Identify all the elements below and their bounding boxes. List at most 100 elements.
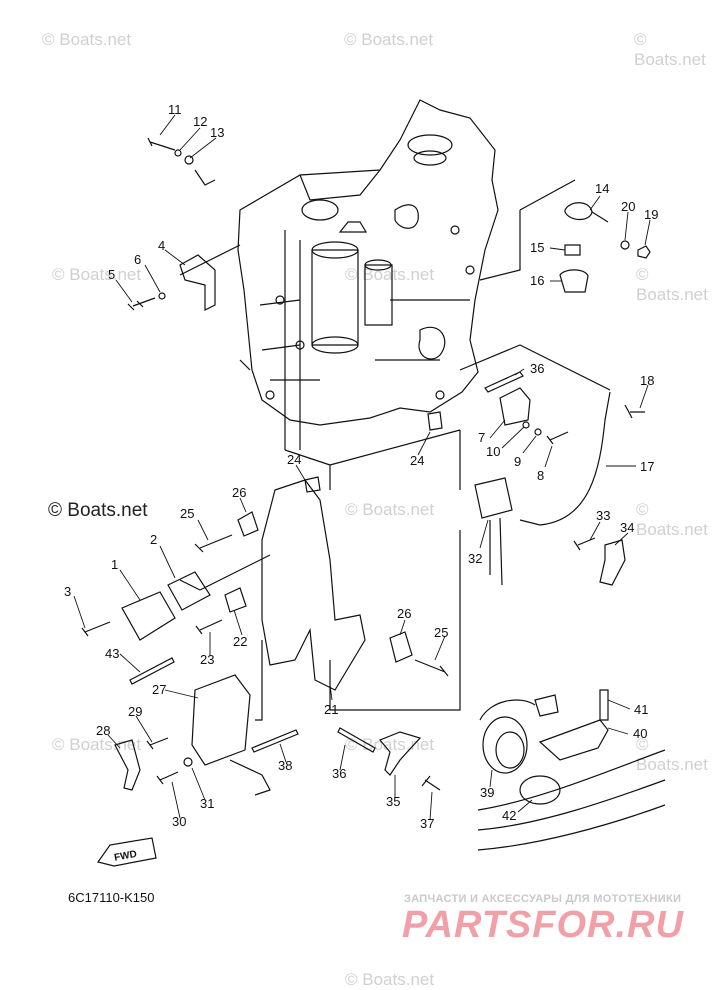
watermark: © Boats.net [636, 500, 708, 539]
watermark: © Boats.net [52, 265, 142, 284]
callout: 4 [158, 238, 165, 253]
diagram-code: 6C17110-K150 [68, 890, 155, 905]
part-nut-15 [564, 244, 581, 256]
callout: 34 [620, 520, 634, 535]
engine-block [237, 99, 499, 426]
callout: 12 [193, 114, 207, 129]
part-bolt-18 [624, 404, 645, 419]
part-tie-38 [251, 729, 299, 753]
callout: 43 [105, 646, 119, 661]
callout: 26 [397, 606, 411, 621]
part-wire-17 [519, 391, 611, 526]
part-bolt-41 [599, 689, 609, 721]
watermark: © Boats.net [634, 30, 706, 69]
part-bracket-21 [261, 479, 366, 691]
callout: 3 [64, 584, 71, 599]
watermark: © Boats.net [636, 265, 708, 304]
brand-logo: PARTSFOR.RU [402, 904, 684, 946]
callout: 36 [332, 766, 346, 781]
part-grommet-16 [559, 269, 589, 293]
brand-subtitle: ЗАПЧАСТИ И АКСЕССУАРЫ ДЛЯ МОТОТЕХНИКИ [404, 893, 682, 905]
part-nut-19 [637, 245, 651, 259]
callout: 19 [644, 207, 658, 222]
watermark: © Boats.net [636, 735, 708, 774]
watermark: © Boats.net [52, 735, 142, 754]
part-tie-36b [337, 727, 376, 753]
callout: 39 [480, 785, 494, 800]
part-screw-23 [195, 619, 223, 635]
callout: 25 [180, 506, 194, 521]
callout: 25 [434, 625, 448, 640]
part-collar-9 [534, 428, 542, 436]
part-collar-24 [304, 476, 321, 493]
callout: 11 [168, 102, 182, 117]
callout: 15 [530, 240, 544, 255]
main-watermark: © Boats.net [48, 500, 148, 521]
part-bracket-4 [179, 254, 216, 311]
callout: 23 [200, 652, 214, 667]
part-washer-12 [174, 149, 182, 157]
callout: 2 [150, 532, 157, 547]
callout: 31 [200, 796, 214, 811]
callout: 36 [530, 361, 544, 376]
part-clip [194, 169, 216, 186]
part-rectifier-27 [191, 674, 251, 766]
watermark: © Boats.net [345, 970, 435, 989]
callout: 30 [172, 814, 186, 829]
callout: 1 [111, 557, 118, 572]
part-screw-37 [421, 775, 441, 791]
part-washer-10 [522, 421, 530, 429]
callout: 33 [596, 508, 610, 523]
part-cdi-unit-1 [121, 591, 176, 641]
fwd-arrow [97, 837, 157, 867]
callout: 16 [530, 273, 544, 288]
part-o-ring-42 [519, 775, 561, 805]
callout: 32 [468, 551, 482, 566]
part-tie-36 [484, 371, 524, 393]
watermark: © Boats.net [344, 30, 434, 49]
part-collar-24b [427, 411, 443, 431]
cowl-line [477, 779, 666, 831]
callout: 22 [233, 634, 247, 649]
callout: 10 [486, 444, 500, 459]
fwd-label: FWD [113, 849, 137, 864]
callout: 37 [420, 816, 434, 831]
part-grommet-39 [482, 716, 528, 774]
callout: 13 [210, 125, 224, 140]
part-bolt-25b [414, 659, 449, 677]
callout: 8 [537, 468, 544, 483]
part-bolt-5 [127, 297, 156, 311]
part-bolt-8 [546, 431, 569, 445]
callout: 41 [634, 702, 648, 717]
cowl-line [477, 749, 666, 811]
part-collar-13 [184, 155, 194, 165]
part-bracket-40 [538, 719, 609, 761]
part-washer-31 [183, 757, 193, 767]
part-screw-3 [81, 621, 111, 637]
callout: 24 [410, 453, 424, 468]
cowl-line [477, 804, 666, 851]
part-plate-35 [379, 731, 422, 776]
callout: 26 [232, 485, 246, 500]
callout: 14 [595, 181, 609, 196]
callout: 20 [621, 199, 635, 214]
watermark: © Boats.net [345, 500, 435, 519]
callout: 18 [640, 373, 654, 388]
watermark: © Boats.net [42, 30, 132, 49]
callout: 9 [514, 454, 521, 469]
part-washer-20 [620, 240, 630, 250]
callout: 28 [96, 723, 110, 738]
leader-lines [179, 179, 611, 721]
callout: 21 [324, 702, 338, 717]
callout: 17 [640, 459, 654, 474]
callout: 40 [633, 726, 647, 741]
callout: 5 [108, 267, 115, 282]
watermark: © Boats.net [345, 265, 435, 284]
part-grommet-26 [237, 511, 259, 537]
part-clamp-22 [224, 587, 247, 613]
callout: 42 [502, 808, 516, 823]
part-bolt-11 [147, 137, 176, 151]
part-cap-28 [114, 739, 141, 791]
callout: 7 [478, 430, 485, 445]
